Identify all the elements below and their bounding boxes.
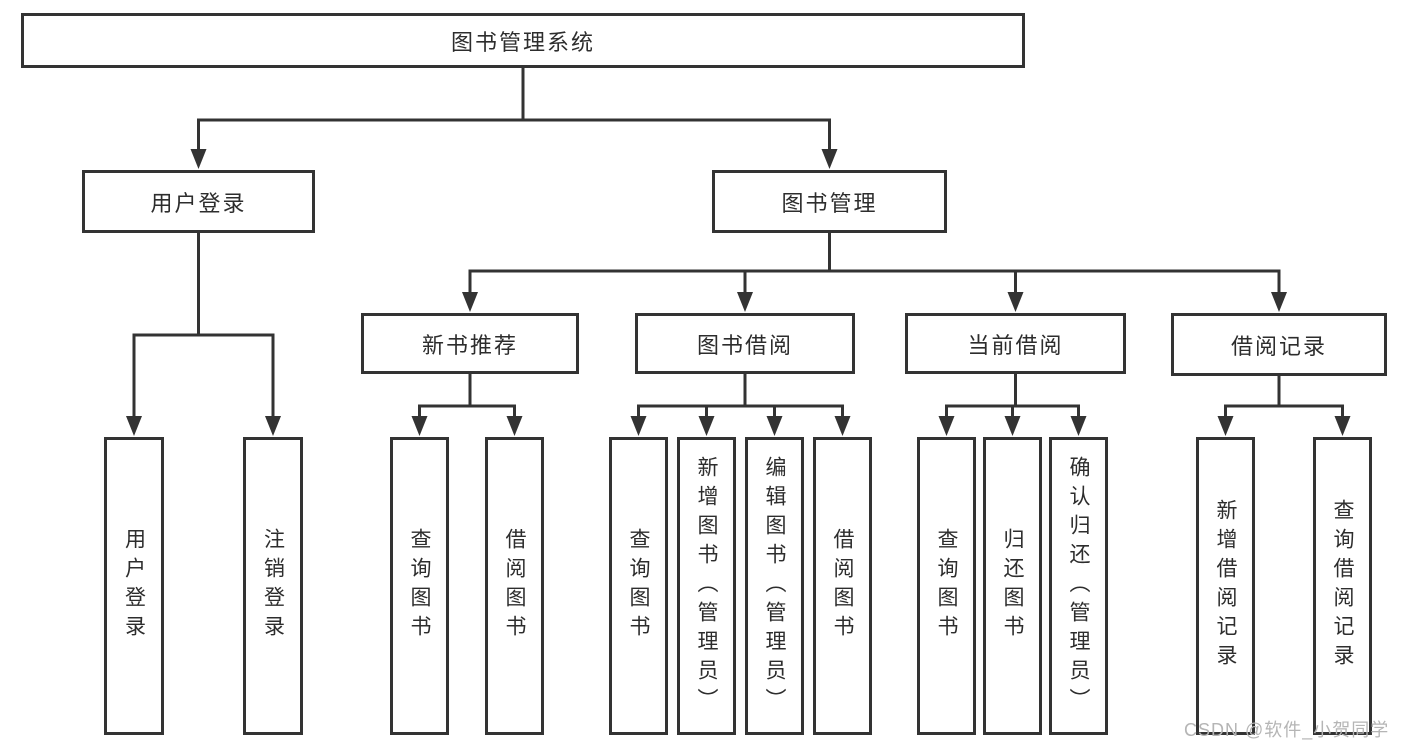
node-leaf-query-books-borrow: 查询图书 (609, 437, 668, 735)
arrow-down-icon (630, 416, 647, 436)
watermark-text: CSDN @软件_小贺同学 (1184, 720, 1390, 740)
node-new-book-recommend: 新书推荐 (361, 313, 579, 374)
arrow-down-icon (1007, 292, 1024, 312)
arrow-down-icon (190, 149, 207, 169)
node-book-management: 图书管理 (712, 170, 947, 233)
node-leaf-edit-book-admin: 编辑图书（管理员） (745, 437, 804, 735)
edge-root-to-level2 (197, 68, 831, 151)
node-leaf-add-borrow-record: 新增借阅记录 (1196, 437, 1255, 735)
arrow-down-icon (411, 416, 428, 436)
node-book-borrow: 图书借阅 (635, 313, 855, 374)
node-leaf-confirm-return-admin: 确认归还（管理员） (1049, 437, 1108, 735)
arrow-down-icon (834, 416, 851, 436)
arrow-down-icon (1217, 416, 1234, 436)
edge-book-management-level3 (468, 233, 1281, 294)
node-leaf-logout: 注销登录 (243, 437, 303, 735)
arrow-down-icon (766, 416, 783, 436)
arrow-down-icon (1334, 416, 1351, 436)
arrow-down-icon (698, 416, 715, 436)
node-user-login: 用户登录 (82, 170, 315, 233)
node-leaf-borrow-books-recommend: 借阅图书 (485, 437, 544, 735)
arrow-down-icon (1070, 416, 1087, 436)
arrow-down-icon (462, 292, 478, 312)
edge-book-borrow-children (637, 373, 844, 418)
node-root-system: 图书管理系统 (21, 13, 1025, 68)
arrow-down-icon (1271, 292, 1287, 312)
node-leaf-add-book-admin: 新增图书（管理员） (677, 437, 736, 735)
arrow-down-icon (506, 416, 523, 436)
node-leaf-query-borrow-record: 查询借阅记录 (1313, 437, 1372, 735)
edge-new-book-recommend-children (418, 373, 516, 418)
node-leaf-query-books-current: 查询图书 (917, 437, 976, 735)
arrow-down-icon (1004, 416, 1021, 436)
arrow-down-icon (821, 149, 838, 169)
node-borrow-records: 借阅记录 (1171, 313, 1387, 376)
node-current-borrow: 当前借阅 (905, 313, 1126, 374)
node-leaf-return-book: 归还图书 (983, 437, 1042, 735)
edge-borrow-records-children (1224, 376, 1344, 418)
arrow-down-icon (126, 416, 142, 436)
node-leaf-borrow-books: 借阅图书 (813, 437, 872, 735)
edge-current-borrow-children (945, 373, 1080, 418)
arrow-down-icon (265, 416, 281, 436)
edge-user-login-children (132, 233, 275, 418)
node-leaf-query-books-recommend: 查询图书 (390, 437, 449, 735)
node-leaf-user-login: 用户登录 (104, 437, 164, 735)
arrow-down-icon (737, 292, 753, 312)
arrow-down-icon (938, 416, 955, 436)
